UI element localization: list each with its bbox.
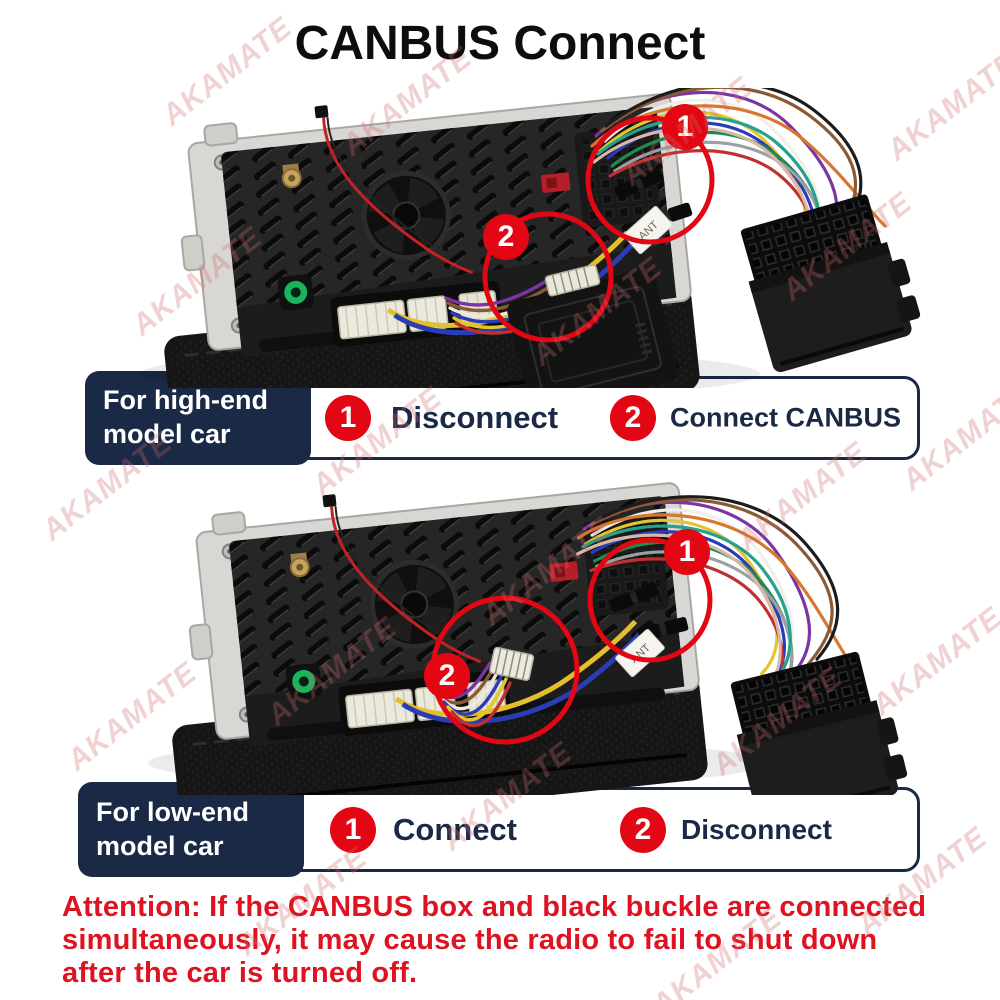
marker-ring-1 bbox=[585, 115, 715, 245]
marker-2-badge: 2 bbox=[424, 653, 470, 699]
marker-2-badge: 2 bbox=[483, 214, 529, 260]
attention-line2: simultaneously, it may cause the radio t… bbox=[62, 924, 878, 956]
attention-line1: Attention: If the CANBUS box and black b… bbox=[62, 891, 927, 923]
marker-2-number: 2 bbox=[497, 220, 515, 253]
step-2-number: 2 bbox=[634, 812, 652, 846]
iso-connector bbox=[732, 186, 927, 376]
model-label-line2: model car bbox=[103, 419, 231, 449]
model-label-line2: model car bbox=[96, 830, 224, 861]
marker-ring-2 bbox=[482, 211, 614, 343]
step-1-number: 1 bbox=[339, 401, 357, 434]
marker-2-number: 2 bbox=[438, 659, 456, 692]
step-1-badge: 1 bbox=[325, 395, 371, 441]
step-2-badge: 2 bbox=[620, 806, 666, 853]
step-1-label: Connect bbox=[393, 811, 517, 847]
marker-1-number: 1 bbox=[676, 110, 694, 143]
marker-ring-1 bbox=[587, 537, 713, 663]
iso-connector bbox=[722, 644, 914, 795]
marker-1-badge: 1 bbox=[664, 529, 710, 575]
step-1-badge: 1 bbox=[330, 806, 376, 853]
canbus-plug bbox=[544, 264, 601, 297]
step-1-number: 1 bbox=[344, 812, 362, 846]
photo-high-end-model: ANT bbox=[80, 88, 960, 388]
step-2-badge: 2 bbox=[610, 395, 656, 441]
canbus-box bbox=[507, 264, 679, 388]
attention-line3: after the car is turned off. bbox=[62, 957, 418, 989]
canbus-plug-dangling bbox=[489, 646, 535, 681]
marker-1-number: 1 bbox=[678, 535, 696, 568]
model-label-line1: For high-end bbox=[103, 385, 268, 416]
step-2-label: Disconnect bbox=[681, 813, 832, 845]
marker-1-badge: 1 bbox=[662, 104, 708, 150]
step-2-number: 2 bbox=[624, 401, 642, 434]
instruction-bar-high-end: For high-end model car 1 Disconnect 2 Co… bbox=[85, 371, 920, 465]
photo-low-end-model: ANT bbox=[80, 465, 960, 795]
instruction-bar-low-end: For low-end model car 1 Connect 2 Discon… bbox=[78, 782, 920, 877]
step-2-label: Connect CANBUS bbox=[670, 402, 902, 433]
page-title: CANBUS Connect bbox=[294, 17, 706, 70]
canbus-wires bbox=[430, 661, 512, 728]
attention-note: Attention: If the CANBUS box and black b… bbox=[62, 891, 926, 990]
model-label-line1: For low-end bbox=[96, 796, 249, 827]
model-label-low-end: For low-end model car bbox=[78, 782, 304, 877]
step-1-label: Disconnect bbox=[391, 400, 559, 435]
